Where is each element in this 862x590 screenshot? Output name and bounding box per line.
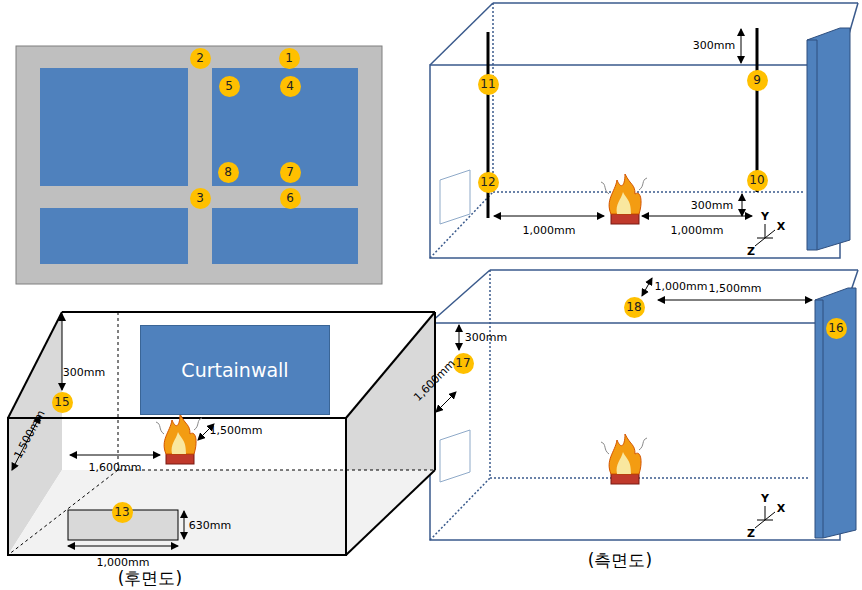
- node-text: Curtainwall: [181, 359, 288, 381]
- callout-number: 4: [280, 76, 301, 97]
- callout-number: 3: [190, 188, 211, 209]
- callout-number: 5: [219, 76, 240, 97]
- dimension-label: 1,500mm: [709, 283, 762, 294]
- dimension-label: 630mm: [189, 520, 231, 531]
- callout-number: 12: [478, 172, 499, 193]
- dimension-label: 300mm: [465, 332, 507, 343]
- dimension-label: 1,000mm: [655, 281, 708, 292]
- callout-number: 9: [747, 70, 768, 91]
- view-caption: (측면도): [588, 552, 652, 569]
- callout-number: 13: [112, 502, 133, 523]
- dimension-label: 300mm: [693, 40, 735, 51]
- axis-label: Z: [747, 528, 755, 539]
- dimension-label: 300mm: [691, 200, 733, 211]
- callout-number: 16: [826, 318, 847, 339]
- curtainwall-box: Curtainwall: [140, 325, 330, 415]
- dimension-label: 1,000mm: [523, 225, 576, 236]
- axis-label: Y: [761, 493, 769, 504]
- view-caption: (후면도): [118, 570, 182, 587]
- callout-number: 15: [52, 392, 73, 413]
- callout-number: 10: [747, 170, 768, 191]
- dimension-label: 1,000mm: [671, 225, 724, 236]
- callout-number: 1: [279, 48, 300, 69]
- axis-label: X: [777, 503, 785, 514]
- dimension-label: 1,500mm: [210, 425, 263, 436]
- callout-number: 17: [453, 353, 474, 374]
- dimension-label: 1,000mm: [97, 557, 150, 568]
- dimension-label: 1,600mm: [89, 462, 142, 473]
- axis-label: X: [777, 221, 785, 232]
- callout-number: 18: [624, 297, 645, 318]
- axis-label: Z: [747, 246, 755, 257]
- callout-number: 6: [280, 188, 301, 209]
- callout-number: 8: [218, 162, 239, 183]
- dimension-label: 300mm: [63, 367, 105, 378]
- callout-number: 2: [190, 48, 211, 69]
- callout-number: 7: [280, 162, 301, 183]
- callout-number: 11: [478, 74, 499, 95]
- axis-label: Y: [761, 211, 769, 222]
